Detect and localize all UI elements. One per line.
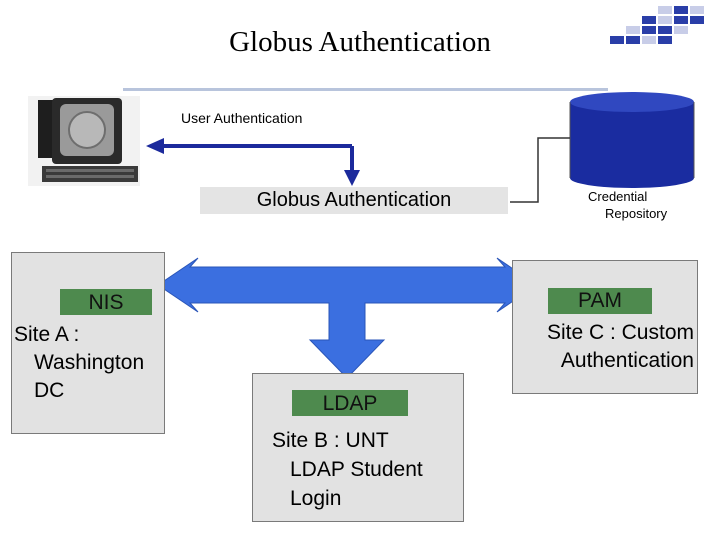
nis-tag-label: NIS <box>88 291 124 314</box>
ldap-tag-label: LDAP <box>322 392 378 415</box>
globus-box-label: Globus Authentication <box>256 189 452 211</box>
credential-line-1: Credential <box>588 189 648 204</box>
site-b-line-2: LDAP Student <box>290 458 423 481</box>
site-c-box <box>512 260 698 394</box>
site-b-line-3: Login <box>290 487 342 510</box>
site-a-line-2: Washington <box>34 351 145 374</box>
site-a-line-3: DC <box>34 379 65 402</box>
credential-repository-label: Credential Repository <box>572 188 667 222</box>
site-a-text: Site A : Washington DC <box>14 321 144 405</box>
title-underline <box>123 88 608 91</box>
computer-monitor-icon <box>28 96 140 186</box>
user-auth-label: User Authentication <box>181 110 303 126</box>
site-a-box <box>11 252 165 434</box>
credential-line-2: Repository <box>605 206 668 221</box>
site-a-line-1: Site A : <box>14 323 80 346</box>
pam-tag-label: PAM <box>578 289 622 312</box>
user-auth-connector <box>146 138 360 186</box>
corner-logo-icon <box>610 6 704 44</box>
site-b-line-1: Site B : UNT <box>272 429 389 452</box>
distribution-arrow <box>157 257 538 379</box>
site-b-text: Site B : UNT LDAP Student Login <box>272 426 423 513</box>
database-cylinder-icon <box>569 92 695 188</box>
site-c-line-1: Site C : Custom <box>546 321 694 344</box>
site-c-text: Site C : Custom Authentication <box>520 319 694 375</box>
site-c-line-2: Authentication <box>560 349 694 372</box>
nis-tag <box>60 289 152 315</box>
page-title: Globus Authentication <box>229 26 491 58</box>
ldap-tag <box>292 390 408 416</box>
credential-connector <box>510 137 570 203</box>
pam-tag <box>548 288 652 314</box>
globus-box <box>200 187 508 214</box>
